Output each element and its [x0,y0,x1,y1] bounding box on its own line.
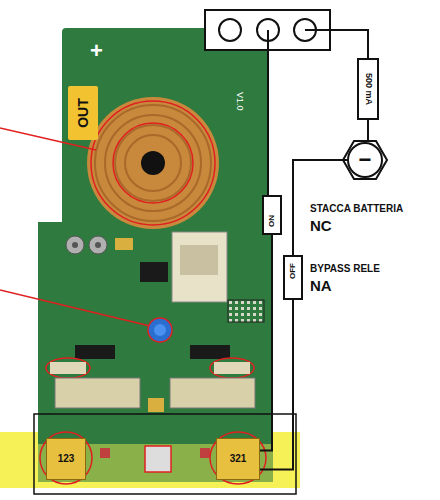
pcb-board [38,222,273,444]
wire [260,235,272,451]
contact-type: NA [310,278,332,293]
connector-right: 321 [216,438,260,480]
node-text: 123 [58,454,75,464]
coil [87,97,219,229]
bracket [34,414,296,494]
battery-minus: − [347,142,383,178]
wire-line [260,235,272,451]
switch-label: BYPASS RELE [310,264,380,274]
wire-line [367,120,369,142]
fuse-box: 500 mA [357,58,379,120]
plus-sign: + [90,40,103,62]
wire-line [260,300,293,470]
wire [305,30,368,58]
node-text: 321 [230,454,247,464]
highlight-band [0,432,300,488]
blue-button [148,318,172,342]
battery-terminal [343,141,387,179]
version-text: V1.0 [235,92,244,111]
contact-type: NC [310,218,332,233]
pcb-board [62,28,267,228]
wire [368,120,369,142]
out-label: OUT [68,86,98,140]
rf-module [172,232,227,302]
wire [260,300,293,470]
node-text: 500 mA [364,73,373,105]
switch-off: OFF [283,255,303,300]
switch-on: ON [262,195,282,235]
relay [55,378,140,408]
connector-left: 123 [46,438,86,480]
relay [170,378,255,408]
node-text: OUT [76,98,90,128]
node-text: ON [268,215,276,227]
wire [267,30,269,195]
node-text: OFF [289,263,297,279]
switch-label: STACCA BATTERIA [310,204,403,214]
node-text: − [359,149,372,171]
